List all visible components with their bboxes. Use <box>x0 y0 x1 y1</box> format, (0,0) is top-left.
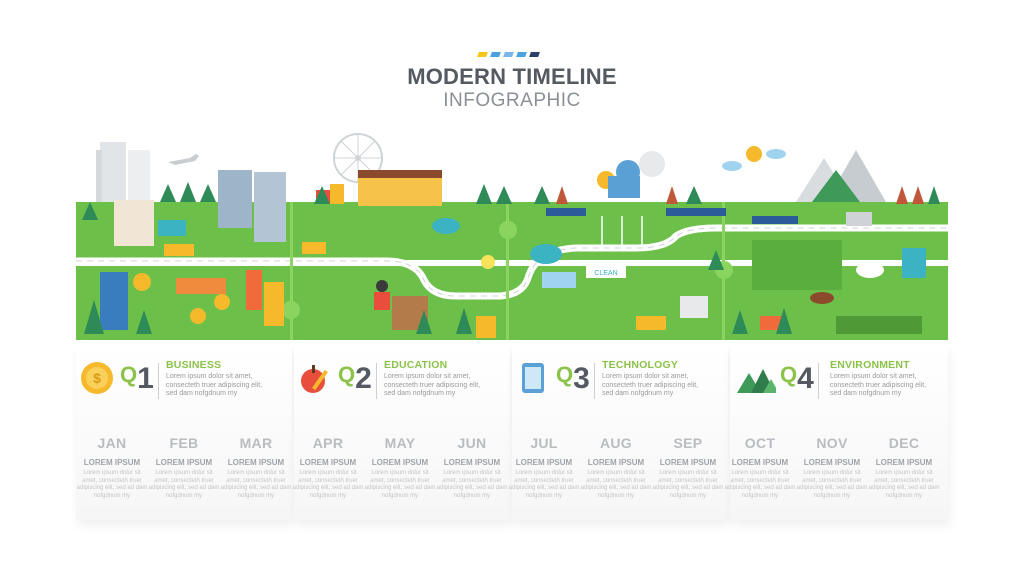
month-heading: LOREM IPSUM <box>875 458 933 467</box>
month-heading: LOREM IPSUM <box>803 458 861 467</box>
month-heading: LOREM IPSUM <box>299 458 357 467</box>
month-column-jul: JUL LOREM IPSUM Lorem ipsum dolor sit am… <box>508 435 580 500</box>
month-heading: LOREM IPSUM <box>659 458 717 467</box>
month-name: DEC <box>888 435 920 451</box>
month-heading: LOREM IPSUM <box>155 458 213 467</box>
month-name: AUG <box>599 435 632 451</box>
quarter-q-letter: Q <box>556 362 574 387</box>
month-name: FEB <box>169 435 199 451</box>
month-column-nov: NOV LOREM IPSUM Lorem ipsum dolor sit am… <box>796 435 868 500</box>
divider <box>158 363 159 399</box>
quarter-q-letter: Q <box>338 362 356 387</box>
month-heading: LOREM IPSUM <box>731 458 789 467</box>
divider <box>594 363 595 399</box>
panel-background <box>730 345 948 520</box>
month-body: Lorem ipsum dolor sit amet, consecteth t… <box>580 470 652 499</box>
month-body: Lorem ipsum dolor sit amet, consecteth t… <box>220 470 292 499</box>
month-column-sep: SEP LOREM IPSUM Lorem ipsum dolor sit am… <box>652 435 724 500</box>
month-column-dec: DEC LOREM IPSUM Lorem ipsum dolor sit am… <box>868 435 940 500</box>
quarter-number: 2 <box>355 362 372 395</box>
quarter-description: Lorem ipsum dolor sit amet, consecteth t… <box>166 373 263 397</box>
quarter-code: Q2 <box>338 358 372 396</box>
quarter-number: 1 <box>137 362 154 395</box>
quarter-panel-q1: $ Q1 BUSINESS Lorem ipsum dolor sit amet… <box>76 345 292 520</box>
month-column-oct: OCT LOREM IPSUM Lorem ipsum dolor sit am… <box>724 435 796 500</box>
month-column-may: MAY LOREM IPSUM Lorem ipsum dolor sit am… <box>364 435 436 500</box>
month-body: Lorem ipsum dolor sit amet, consecteth t… <box>868 470 940 499</box>
quarter-panel-q3: Q3 TECHNOLOGY Lorem ipsum dolor sit amet… <box>512 345 728 520</box>
month-heading: LOREM IPSUM <box>227 458 285 467</box>
accent-dash <box>516 52 527 57</box>
svg-text:$: $ <box>93 370 101 386</box>
clean-sign-label: CLEAN <box>594 270 617 277</box>
month-name: OCT <box>744 435 776 451</box>
divider <box>376 363 377 399</box>
month-column-feb: FEB LOREM IPSUM Lorem ipsum dolor sit am… <box>148 435 220 500</box>
accent-dash <box>529 52 540 57</box>
month-name: MAY <box>384 435 416 451</box>
month-heading: LOREM IPSUM <box>515 458 573 467</box>
quarter-number: 4 <box>797 362 814 395</box>
quarter-q-letter: Q <box>780 362 798 387</box>
quarter-q-letter: Q <box>120 362 138 387</box>
accent-dash <box>503 52 514 57</box>
quarter-name: EDUCATION <box>384 359 448 371</box>
month-body: Lorem ipsum dolor sit amet, consecteth t… <box>436 470 508 499</box>
mountains-icon <box>737 369 776 393</box>
quarter-description: Lorem ipsum dolor sit amet, consecteth t… <box>602 373 699 397</box>
quarter-description: Lorem ipsum dolor sit amet, consecteth t… <box>384 373 481 397</box>
page-title: MODERN TIMELINE <box>407 64 617 89</box>
quarter-code: Q1 <box>120 358 154 396</box>
month-column-apr: APR LOREM IPSUM Lorem ipsum dolor sit am… <box>292 435 364 500</box>
accent-bar <box>477 52 540 57</box>
page-subtitle: INFOGRAPHIC <box>443 90 581 111</box>
apple-pencil-icon <box>301 365 328 393</box>
month-column-jan: JAN LOREM IPSUM Lorem ipsum dolor sit am… <box>76 435 148 500</box>
divider <box>818 363 819 399</box>
month-heading: LOREM IPSUM <box>587 458 645 467</box>
quarter-panel-q2: Q2 EDUCATION Lorem ipsum dolor sit amet,… <box>294 345 510 520</box>
month-name: MAR <box>239 435 273 451</box>
month-heading: LOREM IPSUM <box>371 458 429 467</box>
landscape-map-illustration: CLEAN <box>76 133 948 340</box>
accent-dash <box>477 52 488 57</box>
month-name: JAN <box>97 435 127 451</box>
month-name: NOV <box>816 435 848 451</box>
panel-background <box>512 345 728 520</box>
month-name: SEP <box>673 435 703 451</box>
tablet-icon <box>522 363 544 393</box>
accent-dash <box>490 52 501 57</box>
quarter-name: BUSINESS <box>166 359 222 371</box>
quarter-name: TECHNOLOGY <box>602 359 679 371</box>
month-body: Lorem ipsum dolor sit amet, consecteth t… <box>364 470 436 499</box>
month-body: Lorem ipsum dolor sit amet, consecteth t… <box>148 470 220 499</box>
month-body: Lorem ipsum dolor sit amet, consecteth t… <box>796 470 868 499</box>
quarter-description: Lorem ipsum dolor sit amet, consecteth t… <box>830 373 927 397</box>
gold-coin-icon: $ <box>81 362 113 394</box>
month-name: JUL <box>530 435 558 451</box>
panel-background <box>294 345 510 520</box>
quarter-panel-q4: Q4 ENVIRONMENT Lorem ipsum dolor sit ame… <box>730 345 948 520</box>
month-body: Lorem ipsum dolor sit amet, consecteth t… <box>292 470 364 499</box>
month-name: APR <box>312 435 344 451</box>
month-body: Lorem ipsum dolor sit amet, consecteth t… <box>508 470 580 499</box>
month-body: Lorem ipsum dolor sit amet, consecteth t… <box>724 470 796 499</box>
month-heading: LOREM IPSUM <box>83 458 141 467</box>
quarter-code: Q3 <box>556 358 590 396</box>
month-column-jun: JUN LOREM IPSUM Lorem ipsum dolor sit am… <box>436 435 508 500</box>
month-body: Lorem ipsum dolor sit amet, consecteth t… <box>652 470 724 499</box>
month-column-aug: AUG LOREM IPSUM Lorem ipsum dolor sit am… <box>580 435 652 500</box>
month-column-mar: MAR LOREM IPSUM Lorem ipsum dolor sit am… <box>220 435 292 500</box>
quarter-number: 3 <box>573 362 590 395</box>
quarter-name: ENVIRONMENT <box>830 359 910 371</box>
quarter-code: Q4 <box>780 358 814 396</box>
month-name: JUN <box>457 435 487 451</box>
month-body: Lorem ipsum dolor sit amet, consecteth t… <box>76 470 148 499</box>
month-heading: LOREM IPSUM <box>443 458 501 467</box>
